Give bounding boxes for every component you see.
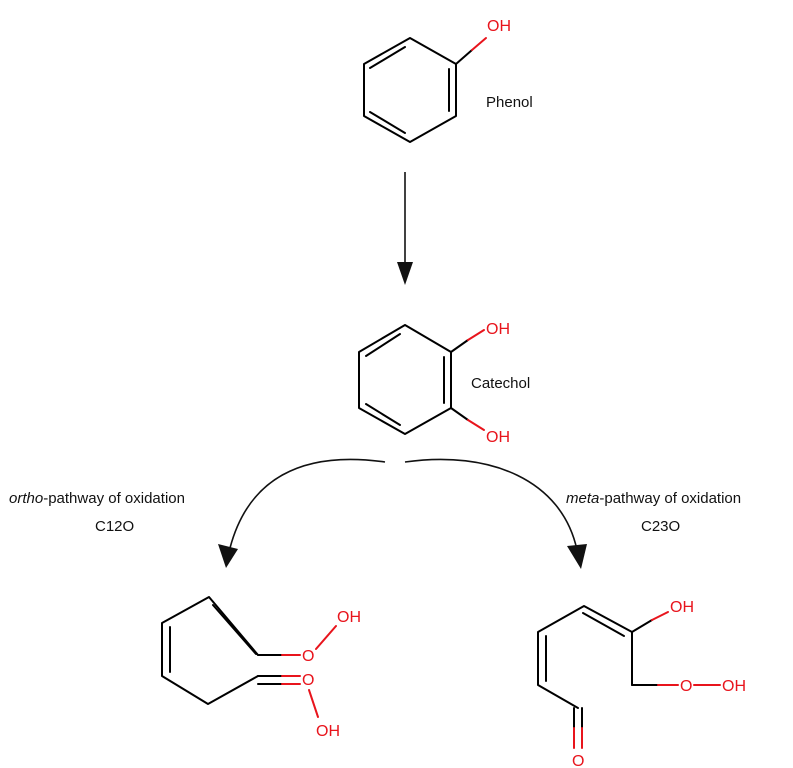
catechol-o-bond-bottom bbox=[467, 419, 485, 431]
ortho-product-skeleton bbox=[161, 596, 259, 705]
ortho-oh-bottom-label: OH bbox=[316, 723, 340, 740]
meta-oh-top-label: OH bbox=[670, 599, 694, 616]
ortho-o-carbonyl-label: O bbox=[302, 672, 314, 689]
catechol-ring bbox=[358, 324, 452, 435]
ortho-o-h-bond bbox=[308, 689, 319, 718]
arrow-ortho-pathway bbox=[218, 458, 386, 568]
meta-oh-right-label: OH bbox=[722, 678, 746, 695]
phenol-o-bond bbox=[471, 37, 487, 51]
meta-pathway-label: meta-pathway of oxidation bbox=[566, 490, 741, 507]
catechol-c-o-bond-top bbox=[450, 339, 469, 353]
ortho-pathway-prefix: ortho bbox=[9, 490, 43, 507]
catechol-oh-bottom-label: OH bbox=[486, 429, 510, 446]
meta-o-chain-label: O bbox=[680, 678, 692, 695]
meta-product-skeleton bbox=[537, 605, 633, 709]
ortho-product-molecule: O OH O OH bbox=[161, 596, 361, 740]
ortho-pathway-suffix: -pathway of oxidation bbox=[43, 490, 185, 507]
ortho-o-chain-label: O bbox=[302, 648, 314, 665]
catechol-molecule: OH OH Catechol bbox=[358, 321, 530, 446]
arrow-phenol-to-catechol bbox=[397, 172, 413, 285]
ortho-pathway-label: ortho-pathway of oxidation bbox=[9, 490, 185, 507]
meta-pathway-suffix: -pathway of oxidation bbox=[599, 490, 741, 507]
catechol-c-o-bond-bottom bbox=[450, 407, 469, 421]
phenol-ring bbox=[363, 37, 457, 143]
catechol-oh-top-label: OH bbox=[486, 321, 510, 338]
meta-pathway-prefix: meta bbox=[566, 490, 599, 507]
catechol-o-bond-top bbox=[467, 329, 485, 341]
arrow-meta-pathway bbox=[404, 458, 587, 569]
ortho-oh-top-label: OH bbox=[337, 609, 361, 626]
meta-o-aldehyde-label: O bbox=[572, 753, 584, 768]
meta-o-bond-top bbox=[651, 611, 669, 621]
phenol-oh-label: OH bbox=[487, 18, 511, 35]
phenol-name: Phenol bbox=[486, 94, 533, 111]
catechol-name: Catechol bbox=[471, 375, 530, 392]
meta-enzyme-label: C23O bbox=[641, 518, 680, 535]
ortho-o-o-bond bbox=[315, 625, 337, 650]
meta-c-o-bond-top bbox=[631, 619, 653, 633]
ortho-enzyme-label: C12O bbox=[95, 518, 134, 535]
meta-product-molecule: OH O OH O bbox=[537, 599, 746, 768]
phenol-molecule: OH Phenol bbox=[363, 18, 533, 143]
phenol-c-o-bond bbox=[455, 49, 473, 65]
